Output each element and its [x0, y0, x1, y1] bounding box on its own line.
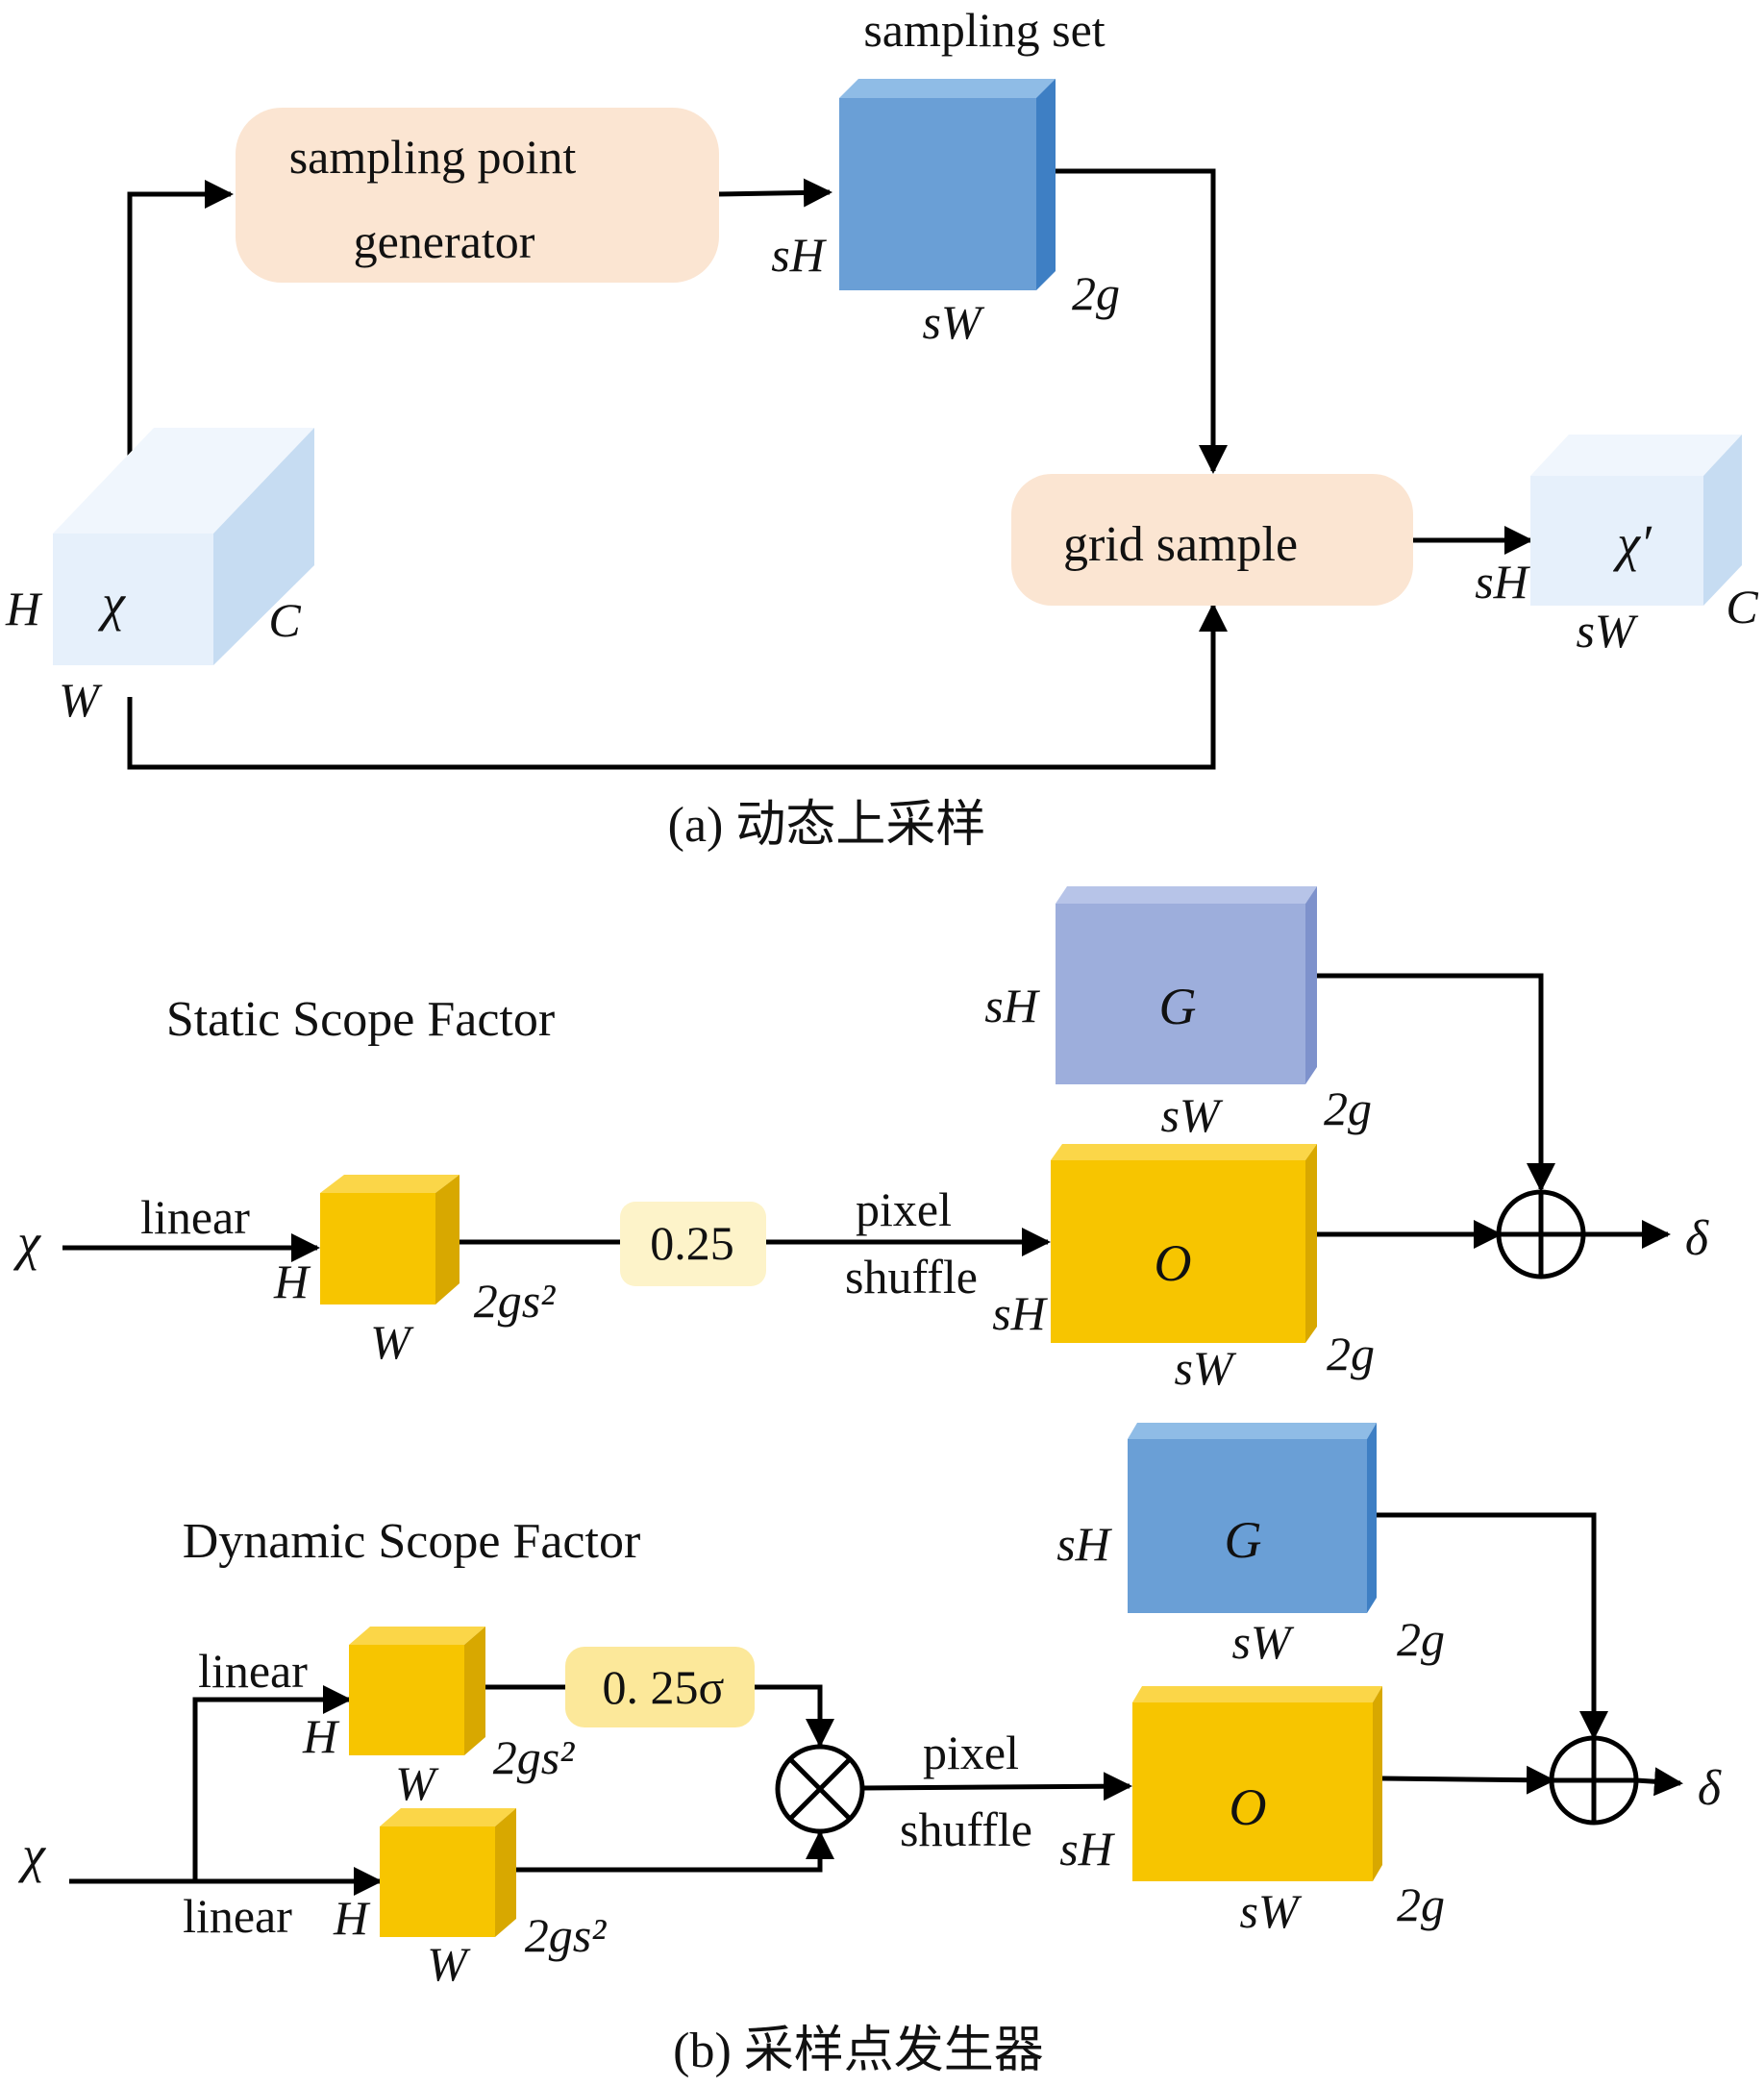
output-tensor: [1530, 435, 1742, 606]
dynamic-feature-top-c-label: 2gs²: [493, 1730, 575, 1784]
static-grid-h-label: sH: [984, 979, 1040, 1032]
static-grid-to-add-arrow: [1317, 973, 1555, 1192]
static-scale-box: [620, 1202, 766, 1286]
static-pixel-label: pixel: [856, 1182, 952, 1236]
static-shuffle-label: shuffle: [845, 1250, 978, 1304]
dynamic-grid-symbol: G: [1225, 1511, 1262, 1569]
dynamic-offset-to-add-arrow: [1381, 1765, 1555, 1795]
static-feature-tensor: [320, 1175, 460, 1304]
output-tensor-w-label: sW: [1576, 604, 1638, 658]
dynamic-feature-top-w-label: W: [395, 1756, 439, 1810]
static-offset-h-label: sH: [992, 1286, 1048, 1340]
dynamic-scale-to-mul-arrow: [755, 1684, 834, 1748]
output-tensor-c-label: C: [1726, 580, 1758, 634]
static-offset-symbol: O: [1155, 1234, 1192, 1292]
dynamic-pixel-label: pixel: [923, 1726, 1019, 1779]
sampling-set-w-label: sW: [922, 295, 984, 349]
sampling-set-c-label: 2g: [1072, 266, 1120, 320]
input-tensor-w-label: W: [59, 673, 103, 727]
static-linear-label: linear: [140, 1190, 250, 1244]
dynamic-grid-w-label: sW: [1231, 1615, 1294, 1669]
static-offset-c-label: 2g: [1327, 1327, 1375, 1380]
generator-to-set-arrow: [715, 178, 832, 208]
set-to-gridsample-arrow: [1056, 168, 1228, 474]
input-tensor-c-label: C: [268, 593, 301, 647]
static-feature-w-label: W: [370, 1315, 414, 1369]
dynamic-grid-tensor: [1128, 1423, 1377, 1613]
grid-sample-block: [1011, 474, 1413, 606]
dynamic-linear-top-label: linear: [198, 1644, 308, 1698]
dynamic-multiply-operator: [775, 1744, 865, 1834]
panel-b-dynamic: Dynamic Scope Factor H W 2gs² linear H W…: [17, 1423, 1722, 2078]
static-offset-tensor: [1051, 1144, 1317, 1343]
sampling-set-h-label: sH: [771, 228, 827, 282]
dynamic-feature-bottom-tensor: [380, 1808, 516, 1937]
dynamic-add-operator: [1549, 1735, 1639, 1826]
dynamic-feature-top-h-label: H: [302, 1709, 340, 1763]
dynamic-linear-bottom-label: linear: [183, 1889, 292, 1943]
input-tensor: [53, 428, 314, 665]
dynamic-input-top-arrow: [192, 1685, 352, 1881]
dynamic-feature-bottom-h-label: H: [333, 1891, 371, 1945]
input-tensor-symbol: χ: [97, 574, 126, 632]
dynamic-offset-tensor: [1132, 1686, 1382, 1881]
input-tensor-h-label: H: [5, 582, 43, 635]
dynamic-scale-label: 0. 25σ: [603, 1660, 725, 1714]
static-scale-label: 0.25: [650, 1216, 734, 1270]
static-scope-factor-title: Static Scope Factor: [166, 992, 555, 1047]
dynamic-offset-symbol: O: [1230, 1778, 1267, 1836]
caption-b: (b) 采样点发生器: [673, 2024, 1044, 2078]
dynamic-input-symbol: χ: [17, 1826, 46, 1883]
static-add-operator: [1496, 1189, 1586, 1280]
sampling-set-title: sampling set: [863, 3, 1105, 57]
dynamic-feature-bottom-w-label: W: [427, 1937, 471, 1991]
output-tensor-symbol: χ′: [1612, 514, 1652, 572]
dynamic-feature-bottom-to-mul-arrow: [516, 1830, 834, 1873]
caption-a: (a) 动态上采样: [668, 798, 986, 853]
static-input-symbol: χ: [12, 1213, 41, 1271]
static-output-symbol: δ: [1685, 1211, 1709, 1266]
dynamic-offset-c-label: 2g: [1397, 1877, 1445, 1931]
generator-label-line2: generator: [354, 214, 535, 268]
static-feature-h-label: H: [273, 1255, 311, 1308]
sampling-set-tensor: [839, 79, 1056, 290]
panel-a: sampling point generator sampling set sH…: [5, 3, 1758, 853]
input-to-generator-arrow: [127, 180, 234, 534]
dynamic-grid-to-add-arrow: [1377, 1512, 1608, 1740]
generator-label-line1: sampling point: [289, 130, 577, 184]
dynamic-add-to-output-arrow: [1635, 1767, 1683, 1797]
dynamic-output-symbol: δ: [1698, 1761, 1722, 1816]
dynamic-grid-h-label: sH: [1056, 1517, 1112, 1571]
static-offset-w-label: sW: [1174, 1341, 1236, 1395]
dynamic-scale-box: [565, 1647, 755, 1727]
output-tensor-h-label: sH: [1475, 555, 1530, 609]
static-grid-tensor: [1056, 886, 1317, 1084]
input-to-gridsample-arrow: [127, 603, 1228, 770]
dynamic-scope-factor-title: Dynamic Scope Factor: [183, 1514, 641, 1569]
dynamic-feature-top-tensor: [349, 1627, 485, 1755]
dynamic-offset-h-label: sH: [1059, 1822, 1115, 1876]
static-feature-c-label: 2gs²: [474, 1274, 556, 1328]
static-grid-w-label: sW: [1160, 1088, 1223, 1142]
dynamic-offset-w-label: sW: [1239, 1884, 1302, 1938]
dynamic-feature-bottom-c-label: 2gs²: [525, 1908, 607, 1962]
dynamic-grid-c-label: 2g: [1397, 1612, 1445, 1666]
sampling-point-generator-block: [236, 108, 719, 283]
dynamic-shuffle-label: shuffle: [900, 1802, 1032, 1856]
static-grid-symbol: G: [1159, 978, 1197, 1035]
dynamic-mul-to-offset-arrow: [861, 1772, 1132, 1801]
panel-b-static: Static Scope Factor H W 2gs² χ linear 0.…: [12, 886, 1709, 1395]
static-grid-c-label: 2g: [1324, 1081, 1372, 1135]
grid-sample-label: grid sample: [1063, 517, 1298, 572]
